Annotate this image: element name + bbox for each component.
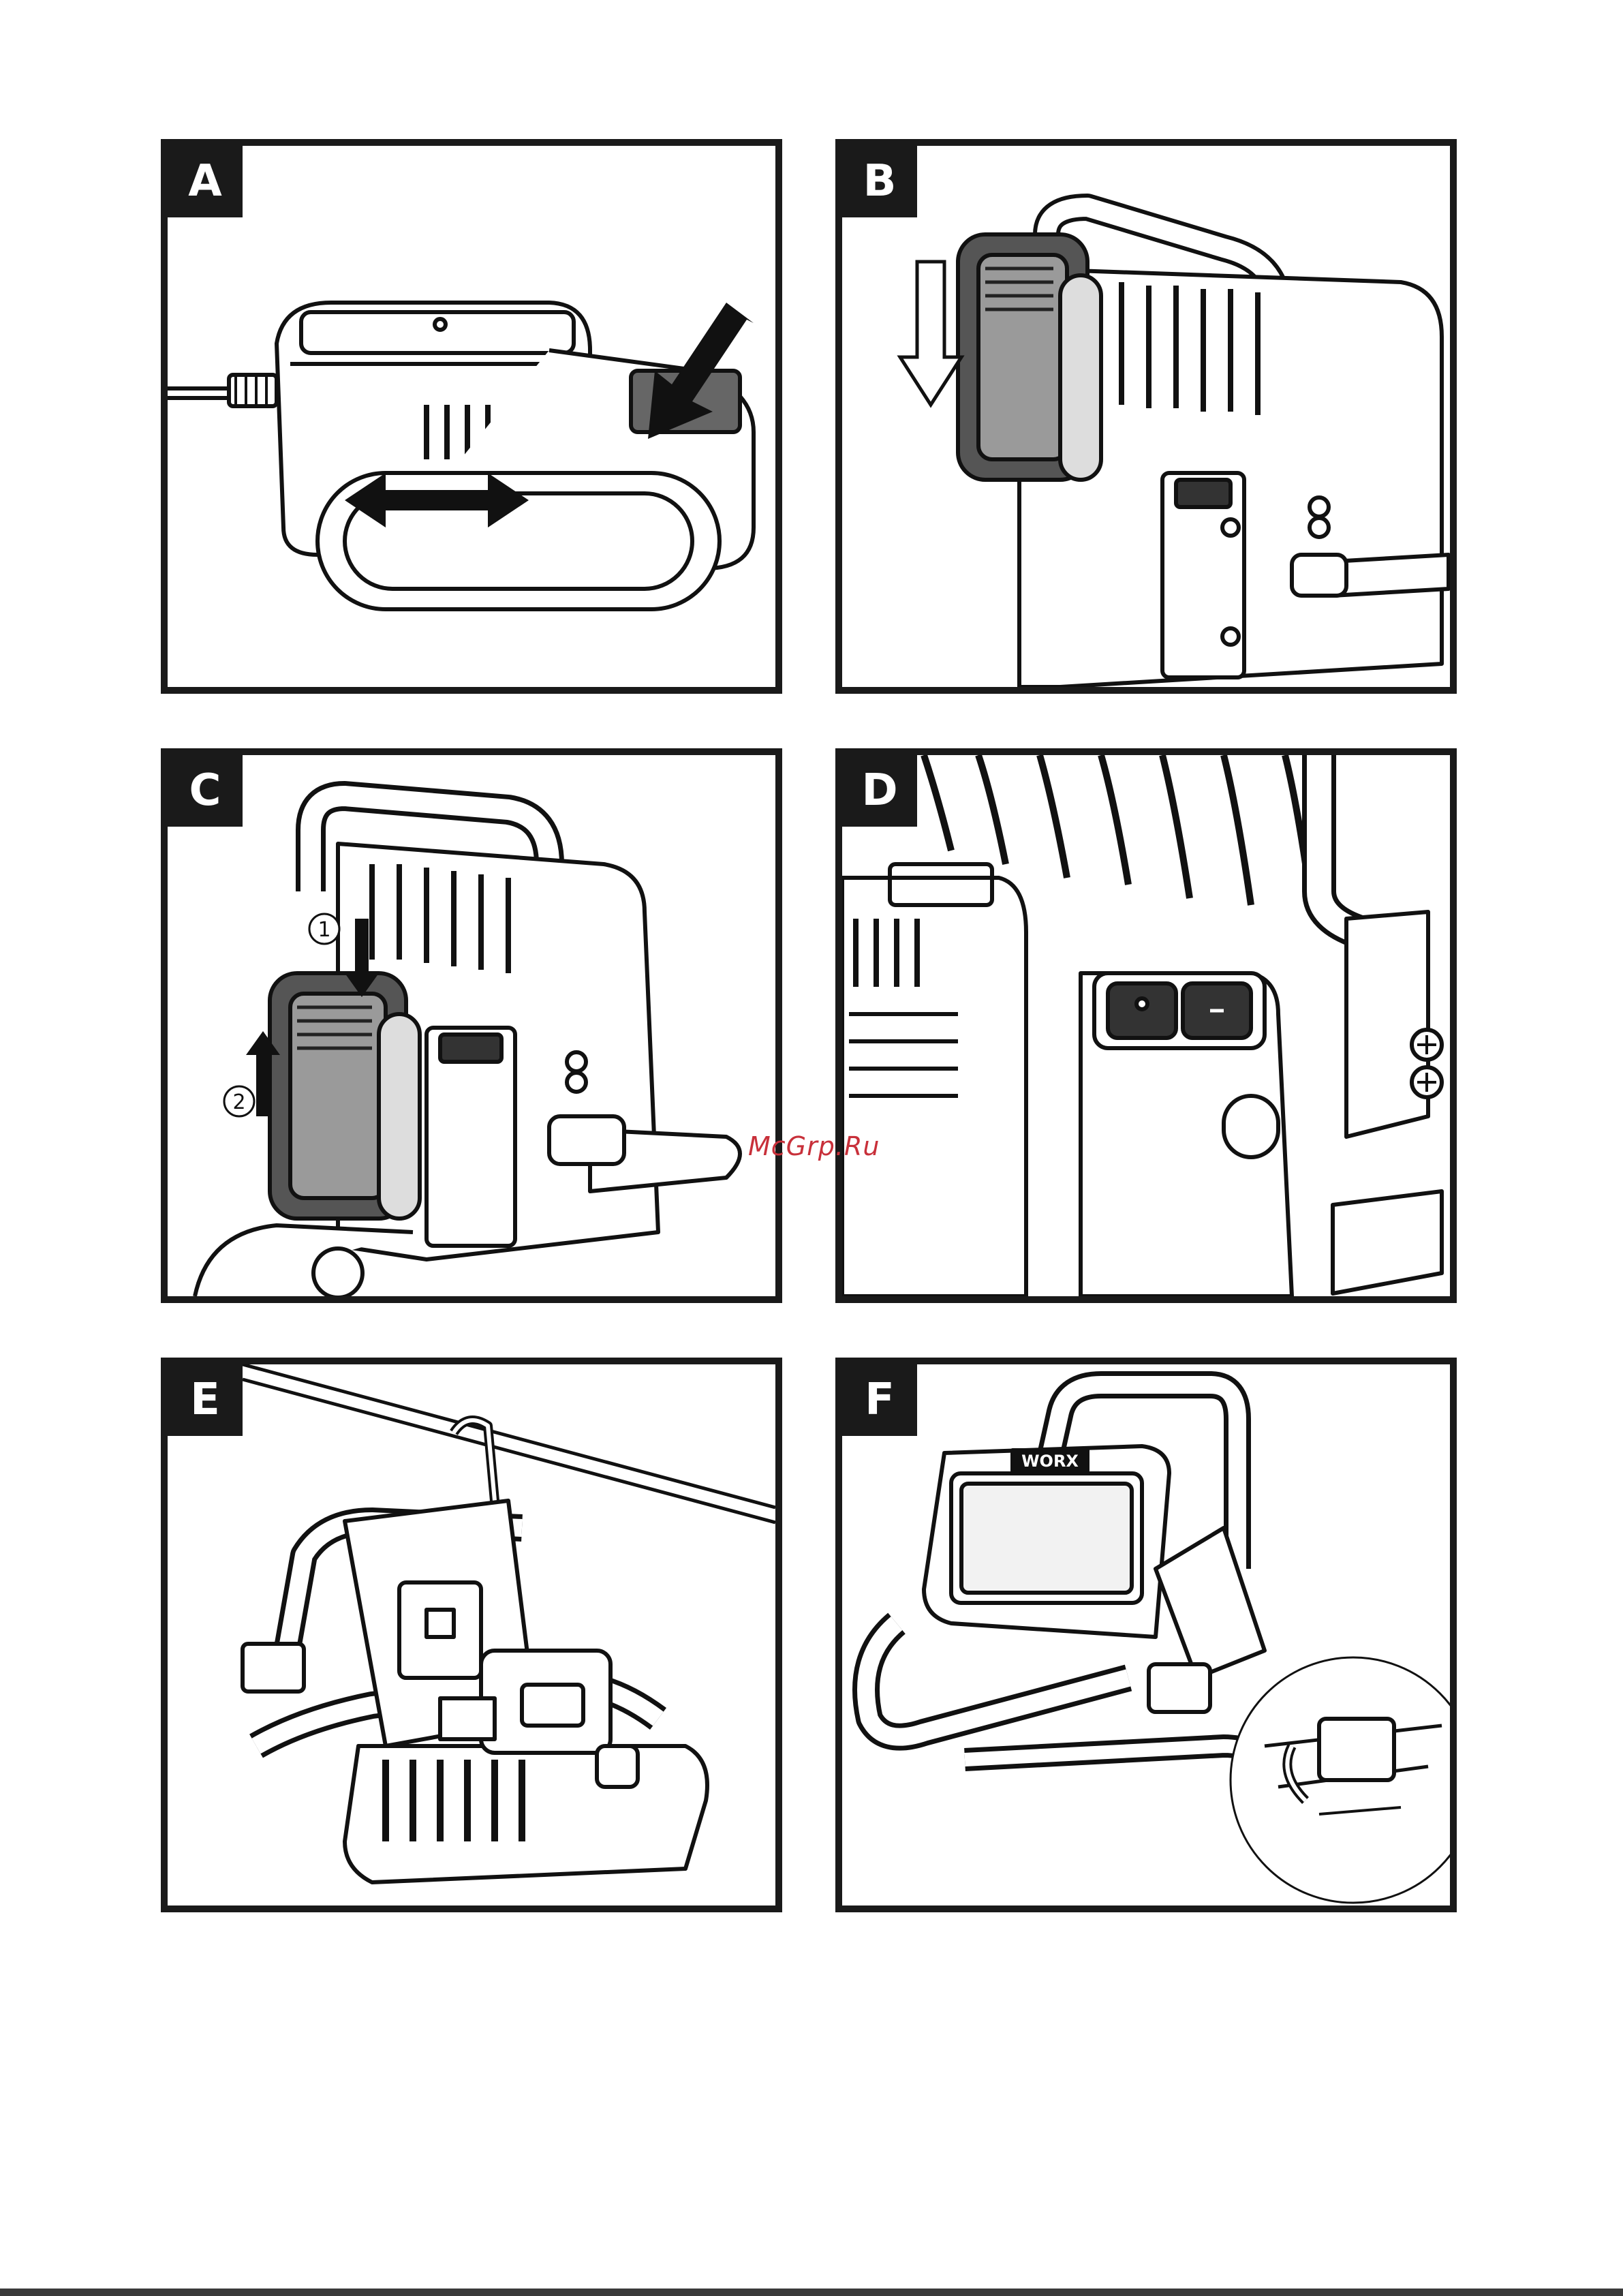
panel-c: C [161,748,782,1303]
panel-label: C [168,755,243,827]
switch-closeup-illustration [842,755,1450,1296]
panel-label: F [842,1364,917,1436]
battery-insert-illustration [842,146,1450,687]
panel-f: F WORX [835,1358,1457,1912]
panel-e: E [161,1358,782,1912]
panel-label: D [842,755,917,827]
standing-illustration: WORX [842,1364,1450,1905]
panel-b: B [835,139,1457,694]
panel-label: E [168,1364,243,1436]
panel-label: B [842,146,917,217]
brand-logo: WORX [1021,1452,1079,1471]
hanging-illustration [168,1364,775,1905]
panel-d: D [835,748,1457,1303]
panel-a: A [161,139,782,694]
watermark: McGrp.Ru [748,1131,880,1161]
page-bottom-rule [0,2289,1623,2296]
battery-remove-illustration: 1 2 [168,755,775,1296]
callout-1: 1 [318,918,330,942]
callout-2: 2 [232,1090,245,1114]
charger-illustration [168,146,775,687]
panel-label: A [168,146,243,217]
